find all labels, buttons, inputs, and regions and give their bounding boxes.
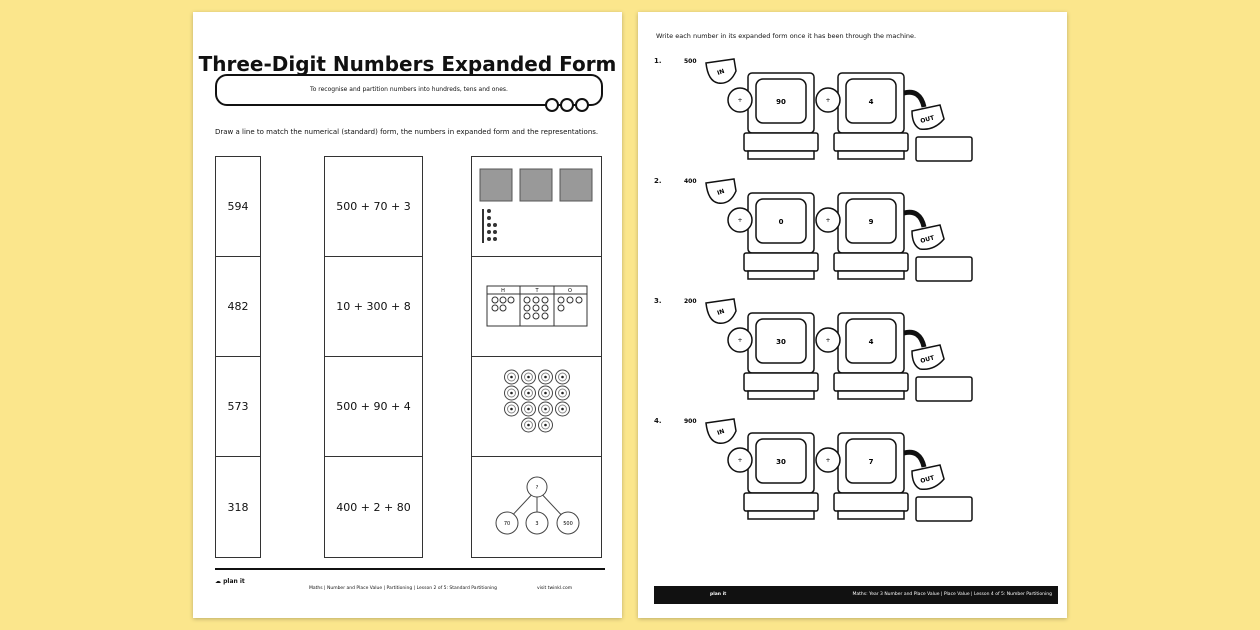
screen-value: 0: [779, 218, 784, 226]
part-value: 3: [535, 521, 538, 527]
footer-text: Maths | Number and Place Value | Partiti…: [309, 586, 498, 591]
expanded-cell: 400 + 2 + 80: [336, 500, 411, 514]
question-number: 3.: [654, 297, 662, 305]
answer-box[interactable]: [915, 376, 973, 402]
representations-column: H T O ? 70 3 500: [471, 156, 602, 558]
part-whole-model: ? 70 3 500: [472, 457, 601, 557]
in-label: IN: [716, 428, 725, 437]
out-label: OUT: [920, 234, 936, 245]
base-ten-blocks: [472, 157, 601, 257]
input-number: 900: [684, 418, 697, 425]
operator: +: [825, 97, 830, 104]
standard-cell: 573: [216, 357, 260, 457]
out-label: OUT: [920, 474, 936, 485]
input-number: 200: [684, 298, 697, 305]
rings-decoration: [545, 98, 589, 112]
page-title: Three-Digit Numbers Expanded Form: [198, 52, 617, 76]
input-number: 400: [684, 178, 697, 185]
number-machine: 400 IN + + 0 9 OUT: [668, 175, 973, 293]
number-machine: 500 IN + + 90 4 OUT: [668, 55, 973, 173]
number-machine: 200 IN + + 30 4 OUT: [668, 295, 973, 413]
standard-cell: 318: [227, 500, 249, 514]
answer-box[interactable]: [915, 136, 973, 162]
instruction: Write each number in its expanded form o…: [656, 32, 917, 40]
footer: ☁ plan it Maths | Number and Place Value…: [215, 568, 605, 591]
twinkl-logo: ☁ plan it: [215, 578, 245, 585]
question-number: 4.: [654, 417, 662, 425]
part-value: 500: [563, 521, 573, 527]
expanded-cell: 500 + 90 + 4: [325, 357, 422, 457]
operator: +: [737, 97, 742, 104]
screen-value: 7: [869, 458, 874, 466]
in-label: IN: [716, 68, 725, 77]
header-o: O: [568, 288, 572, 294]
answer-box[interactable]: [915, 496, 973, 522]
out-label: OUT: [920, 354, 936, 365]
operator: +: [737, 457, 742, 464]
worksheet-page-1: Three-Digit Numbers Expanded Form To rec…: [193, 12, 622, 618]
screen-value: 30: [776, 338, 786, 346]
brand: plan it: [710, 592, 727, 597]
screen-value: 4: [869, 338, 874, 346]
screen-value: 90: [776, 98, 786, 106]
question-number: 1.: [654, 57, 662, 65]
out-label: OUT: [920, 114, 936, 125]
instruction: Draw a line to match the numerical (stan…: [215, 128, 599, 136]
footer-text: Maths: Year 3 Number and Place Value | P…: [852, 592, 1052, 597]
header-t: T: [534, 288, 539, 294]
screen-value: 30: [776, 458, 786, 466]
footer-site: visit twinkl.com: [537, 586, 573, 591]
answer-box[interactable]: [915, 256, 973, 282]
footer-bar: plan it Maths: Year 3 Number and Place V…: [654, 586, 1058, 604]
expanded-form-column: 500 + 70 + 3 10 + 300 + 8 500 + 90 + 4 4…: [324, 156, 423, 558]
standard-cell: 594: [216, 157, 260, 257]
learning-objective: To recognise and partition numbers into …: [215, 74, 603, 112]
part-value: 70: [503, 521, 509, 527]
expanded-cell: 10 + 300 + 8: [325, 257, 422, 357]
header-h: H: [501, 288, 505, 294]
operator: +: [825, 457, 830, 464]
screen-value: 9: [869, 218, 874, 226]
objective-text: To recognise and partition numbers into …: [310, 86, 508, 93]
expanded-cell: 500 + 70 + 3: [325, 157, 422, 257]
place-value-counters: [472, 357, 601, 457]
operator: +: [737, 337, 742, 344]
in-label: IN: [716, 188, 725, 197]
question-number: 2.: [654, 177, 662, 185]
worksheet-page-2: Write each number in its expanded form o…: [638, 12, 1067, 618]
operator: +: [737, 217, 742, 224]
screen-value: 4: [869, 98, 874, 106]
input-number: 500: [684, 58, 697, 65]
operator: +: [825, 337, 830, 344]
operator: +: [825, 217, 830, 224]
in-label: IN: [716, 308, 725, 317]
whole-value: ?: [535, 485, 538, 491]
standard-cell: 482: [216, 257, 260, 357]
number-machine: 900 IN + + 30 7 OUT: [668, 415, 973, 533]
standard-form-column: 594 482 573 318: [215, 156, 261, 558]
